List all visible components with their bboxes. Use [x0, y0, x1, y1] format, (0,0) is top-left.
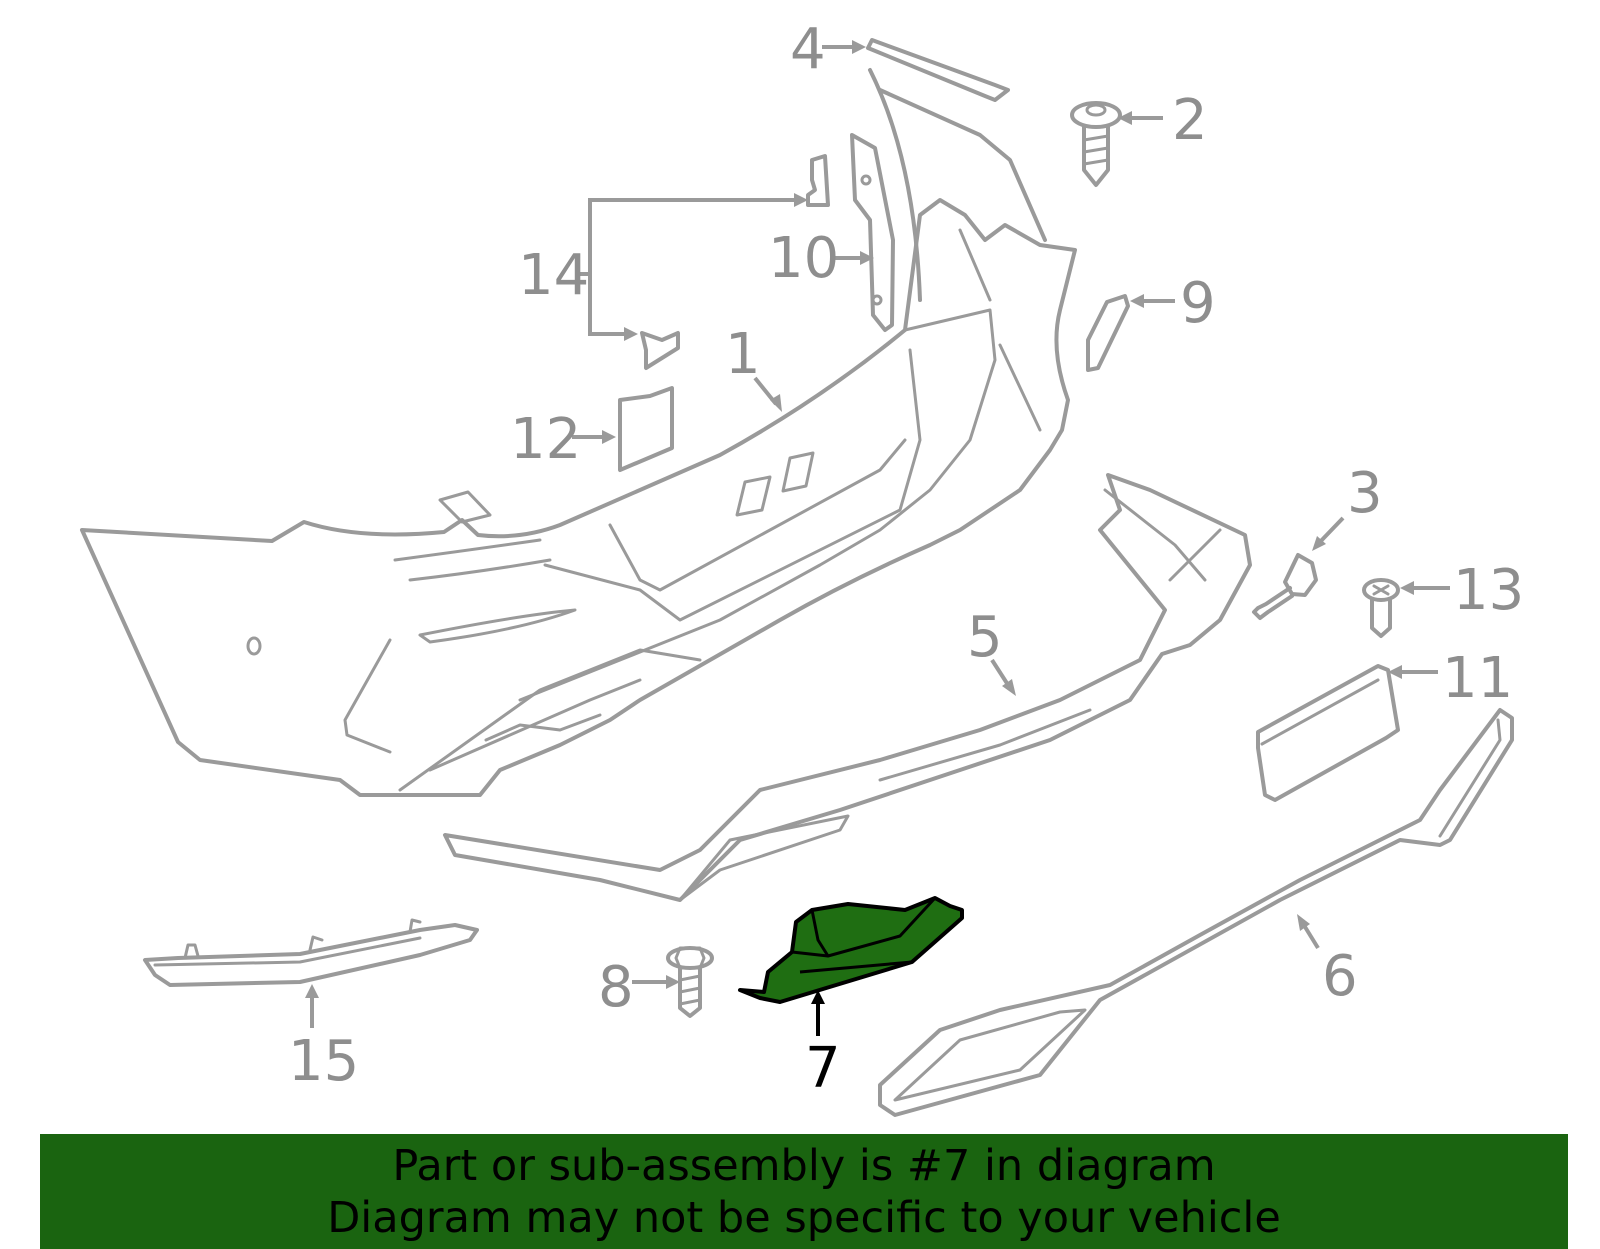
part-15-reflector-strip[interactable] [143, 918, 479, 1028]
banner-line-2: Diagram may not be specific to your vehi… [327, 1192, 1281, 1243]
callout-label-7: 7 [805, 1036, 841, 1101]
callout-label-5: 5 [967, 605, 1003, 670]
callout-label-3: 3 [1347, 461, 1383, 526]
callout-label-10: 10 [768, 226, 839, 291]
callout-1-leader [753, 376, 782, 412]
callout-label-9: 9 [1180, 271, 1216, 336]
banner-line-1: Part or sub-assembly is #7 in diagram [392, 1140, 1216, 1191]
part-2-screw[interactable] [1070, 101, 1163, 187]
part-10-bracket[interactable] [832, 133, 895, 332]
callout-label-15: 15 [288, 1029, 359, 1094]
callout-label-8: 8 [598, 955, 634, 1020]
part-4-upper-trim[interactable] [822, 38, 1010, 102]
part-13-screw[interactable] [1362, 578, 1450, 638]
callout-label-6: 6 [1322, 944, 1358, 1009]
callout-label-2: 2 [1172, 88, 1208, 153]
part-6-diffuser[interactable] [878, 708, 1514, 1117]
callout-label-11: 11 [1442, 646, 1513, 711]
callout-label-1: 1 [725, 322, 761, 387]
callout-label-12: 12 [510, 407, 581, 472]
callout-label-4: 4 [790, 17, 826, 82]
part-9-reflector[interactable] [1086, 294, 1175, 372]
part-7-highlighted-bracket[interactable] [738, 896, 964, 1036]
part-1-bumper-cover[interactable] [80, 68, 1077, 797]
part-14-clips[interactable] [578, 154, 830, 370]
callout-label-13: 13 [1453, 558, 1524, 623]
part-3-clip[interactable] [1252, 516, 1345, 620]
part-11-plate-bracket[interactable] [1256, 664, 1438, 802]
part-8-bolt[interactable] [632, 946, 714, 1018]
part-5-lower-valance[interactable] [443, 473, 1252, 902]
info-banner: Part or sub-assembly is #7 in diagram Di… [40, 1134, 1568, 1249]
part-12-bracket[interactable] [572, 386, 674, 472]
callout-label-14: 14 [518, 243, 589, 308]
